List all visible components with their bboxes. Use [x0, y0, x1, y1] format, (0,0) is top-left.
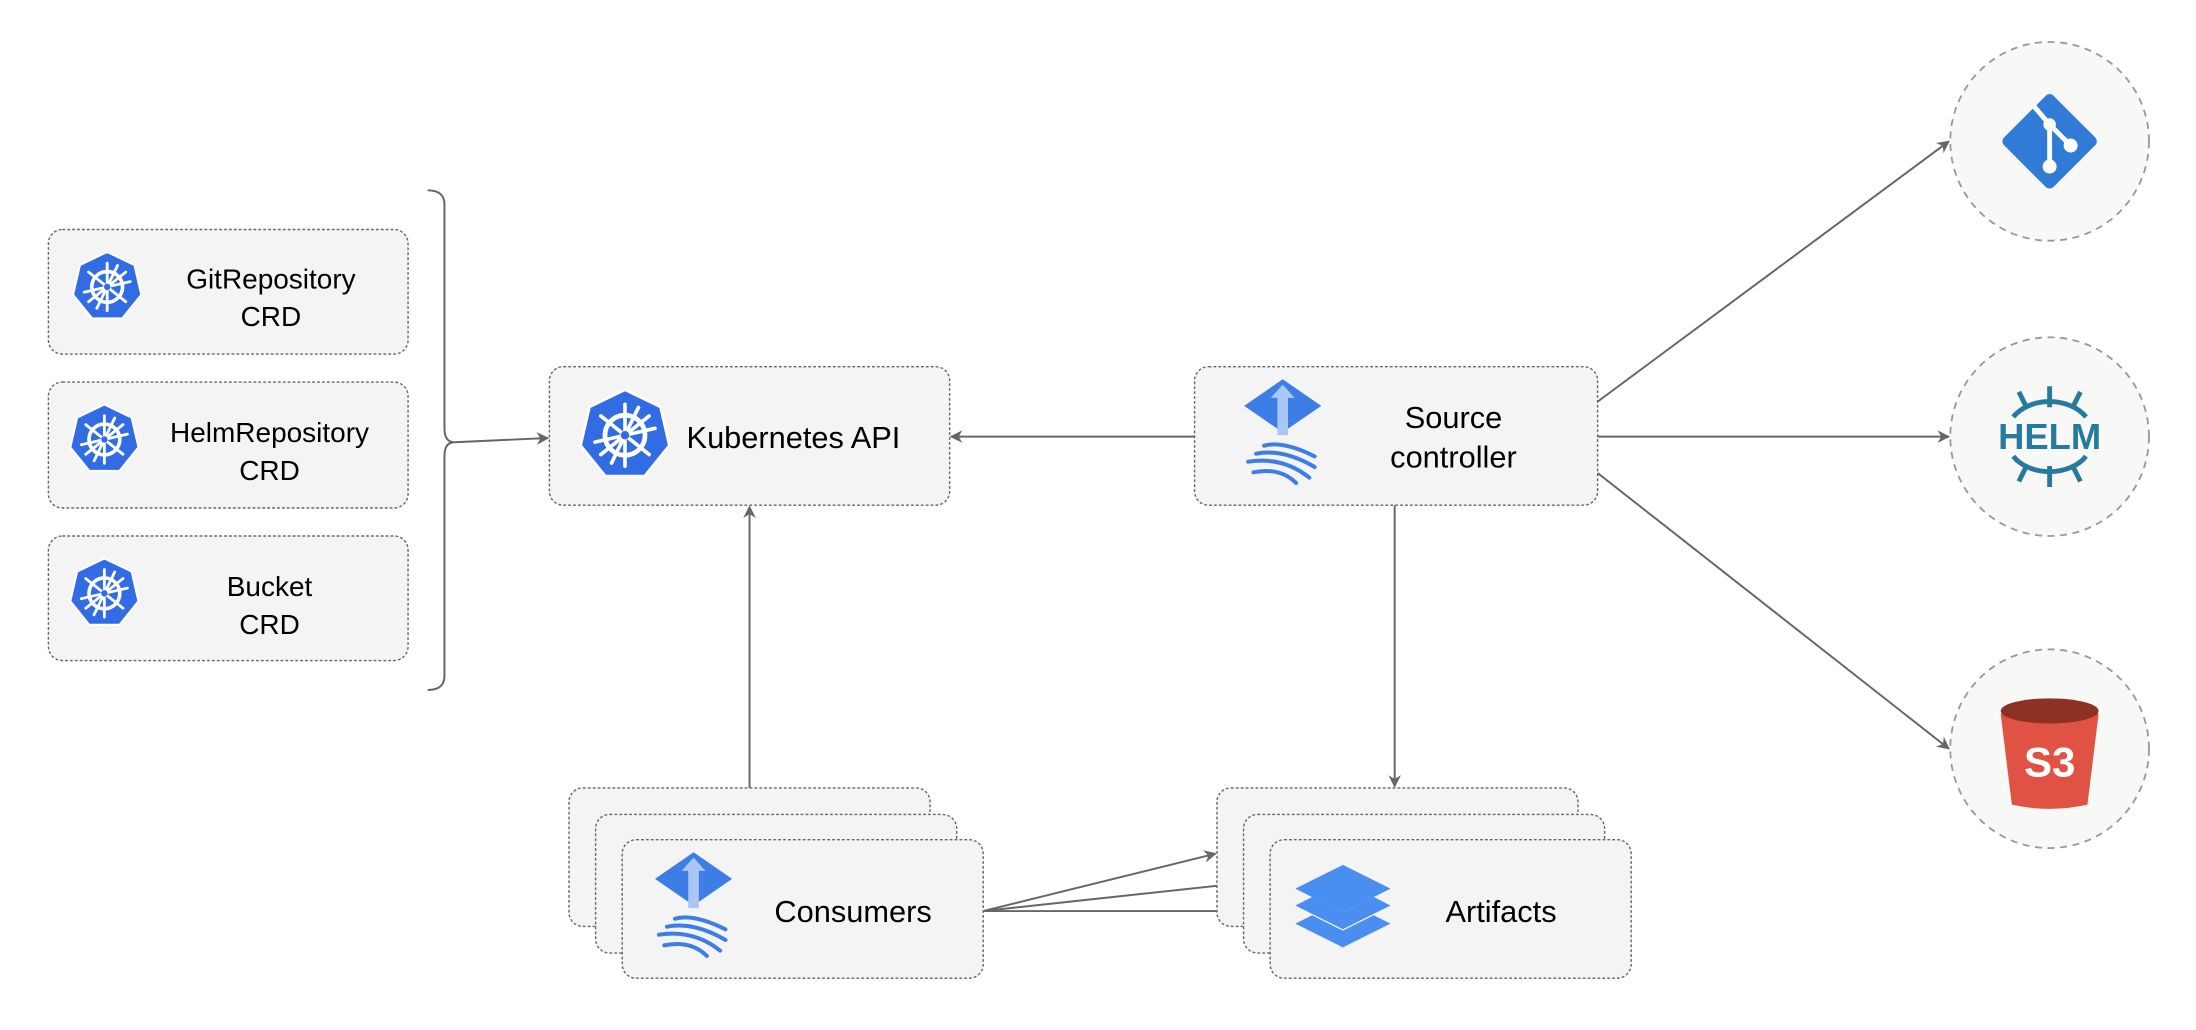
node-bucket-crd[interactable]: Bucket CRD [47, 535, 409, 662]
node-consumers[interactable]: Consumers [568, 787, 984, 979]
git-icon [2002, 94, 2097, 189]
node-label: Artifacts [1445, 894, 1556, 929]
edge-source-controller-to-git [1597, 140, 1950, 403]
helm-icon: HELM [1998, 386, 2101, 488]
node-sublabel: CRD [241, 301, 302, 332]
node-helm[interactable]: HELM [1949, 336, 2150, 537]
node-kubernetes-api[interactable]: Kubernetes API [548, 365, 951, 506]
node-s3[interactable]: S3 [1949, 648, 2150, 849]
node-label: Bucket [227, 571, 313, 602]
node-git-repository-crd[interactable]: GitRepository CRD [47, 228, 409, 355]
node-label: GitRepository [186, 263, 355, 294]
node-helm-repository-crd[interactable]: HelmRepository CRD [47, 381, 409, 509]
node-label: Consumers [774, 894, 931, 929]
edge-consumers-to-artifacts-1 [983, 850, 1217, 912]
node-label: HelmRepository [170, 417, 369, 448]
grouping-brace [427, 189, 455, 691]
edge-source-controller-to-s3 [1597, 472, 1950, 750]
node-git[interactable] [1949, 41, 2150, 242]
node-label: Kubernetes API [687, 420, 901, 455]
node-artifacts[interactable]: Artifacts [1216, 787, 1632, 979]
s3-label: S3 [2024, 739, 2075, 786]
node-sublabel: CRD [239, 609, 300, 640]
edge-consumers-to-artifacts-2 [983, 878, 1244, 913]
node-sublabel: controller [1390, 439, 1517, 474]
helm-label: HELM [1998, 416, 2101, 457]
s3-bucket-icon: S3 [2000, 698, 2099, 809]
node-sublabel: CRD [239, 455, 300, 486]
node-source-controller[interactable]: Source controller [1193, 365, 1599, 506]
edge-crds-to-kubernetes-api [454, 432, 550, 445]
node-label: Source [1405, 400, 1502, 435]
